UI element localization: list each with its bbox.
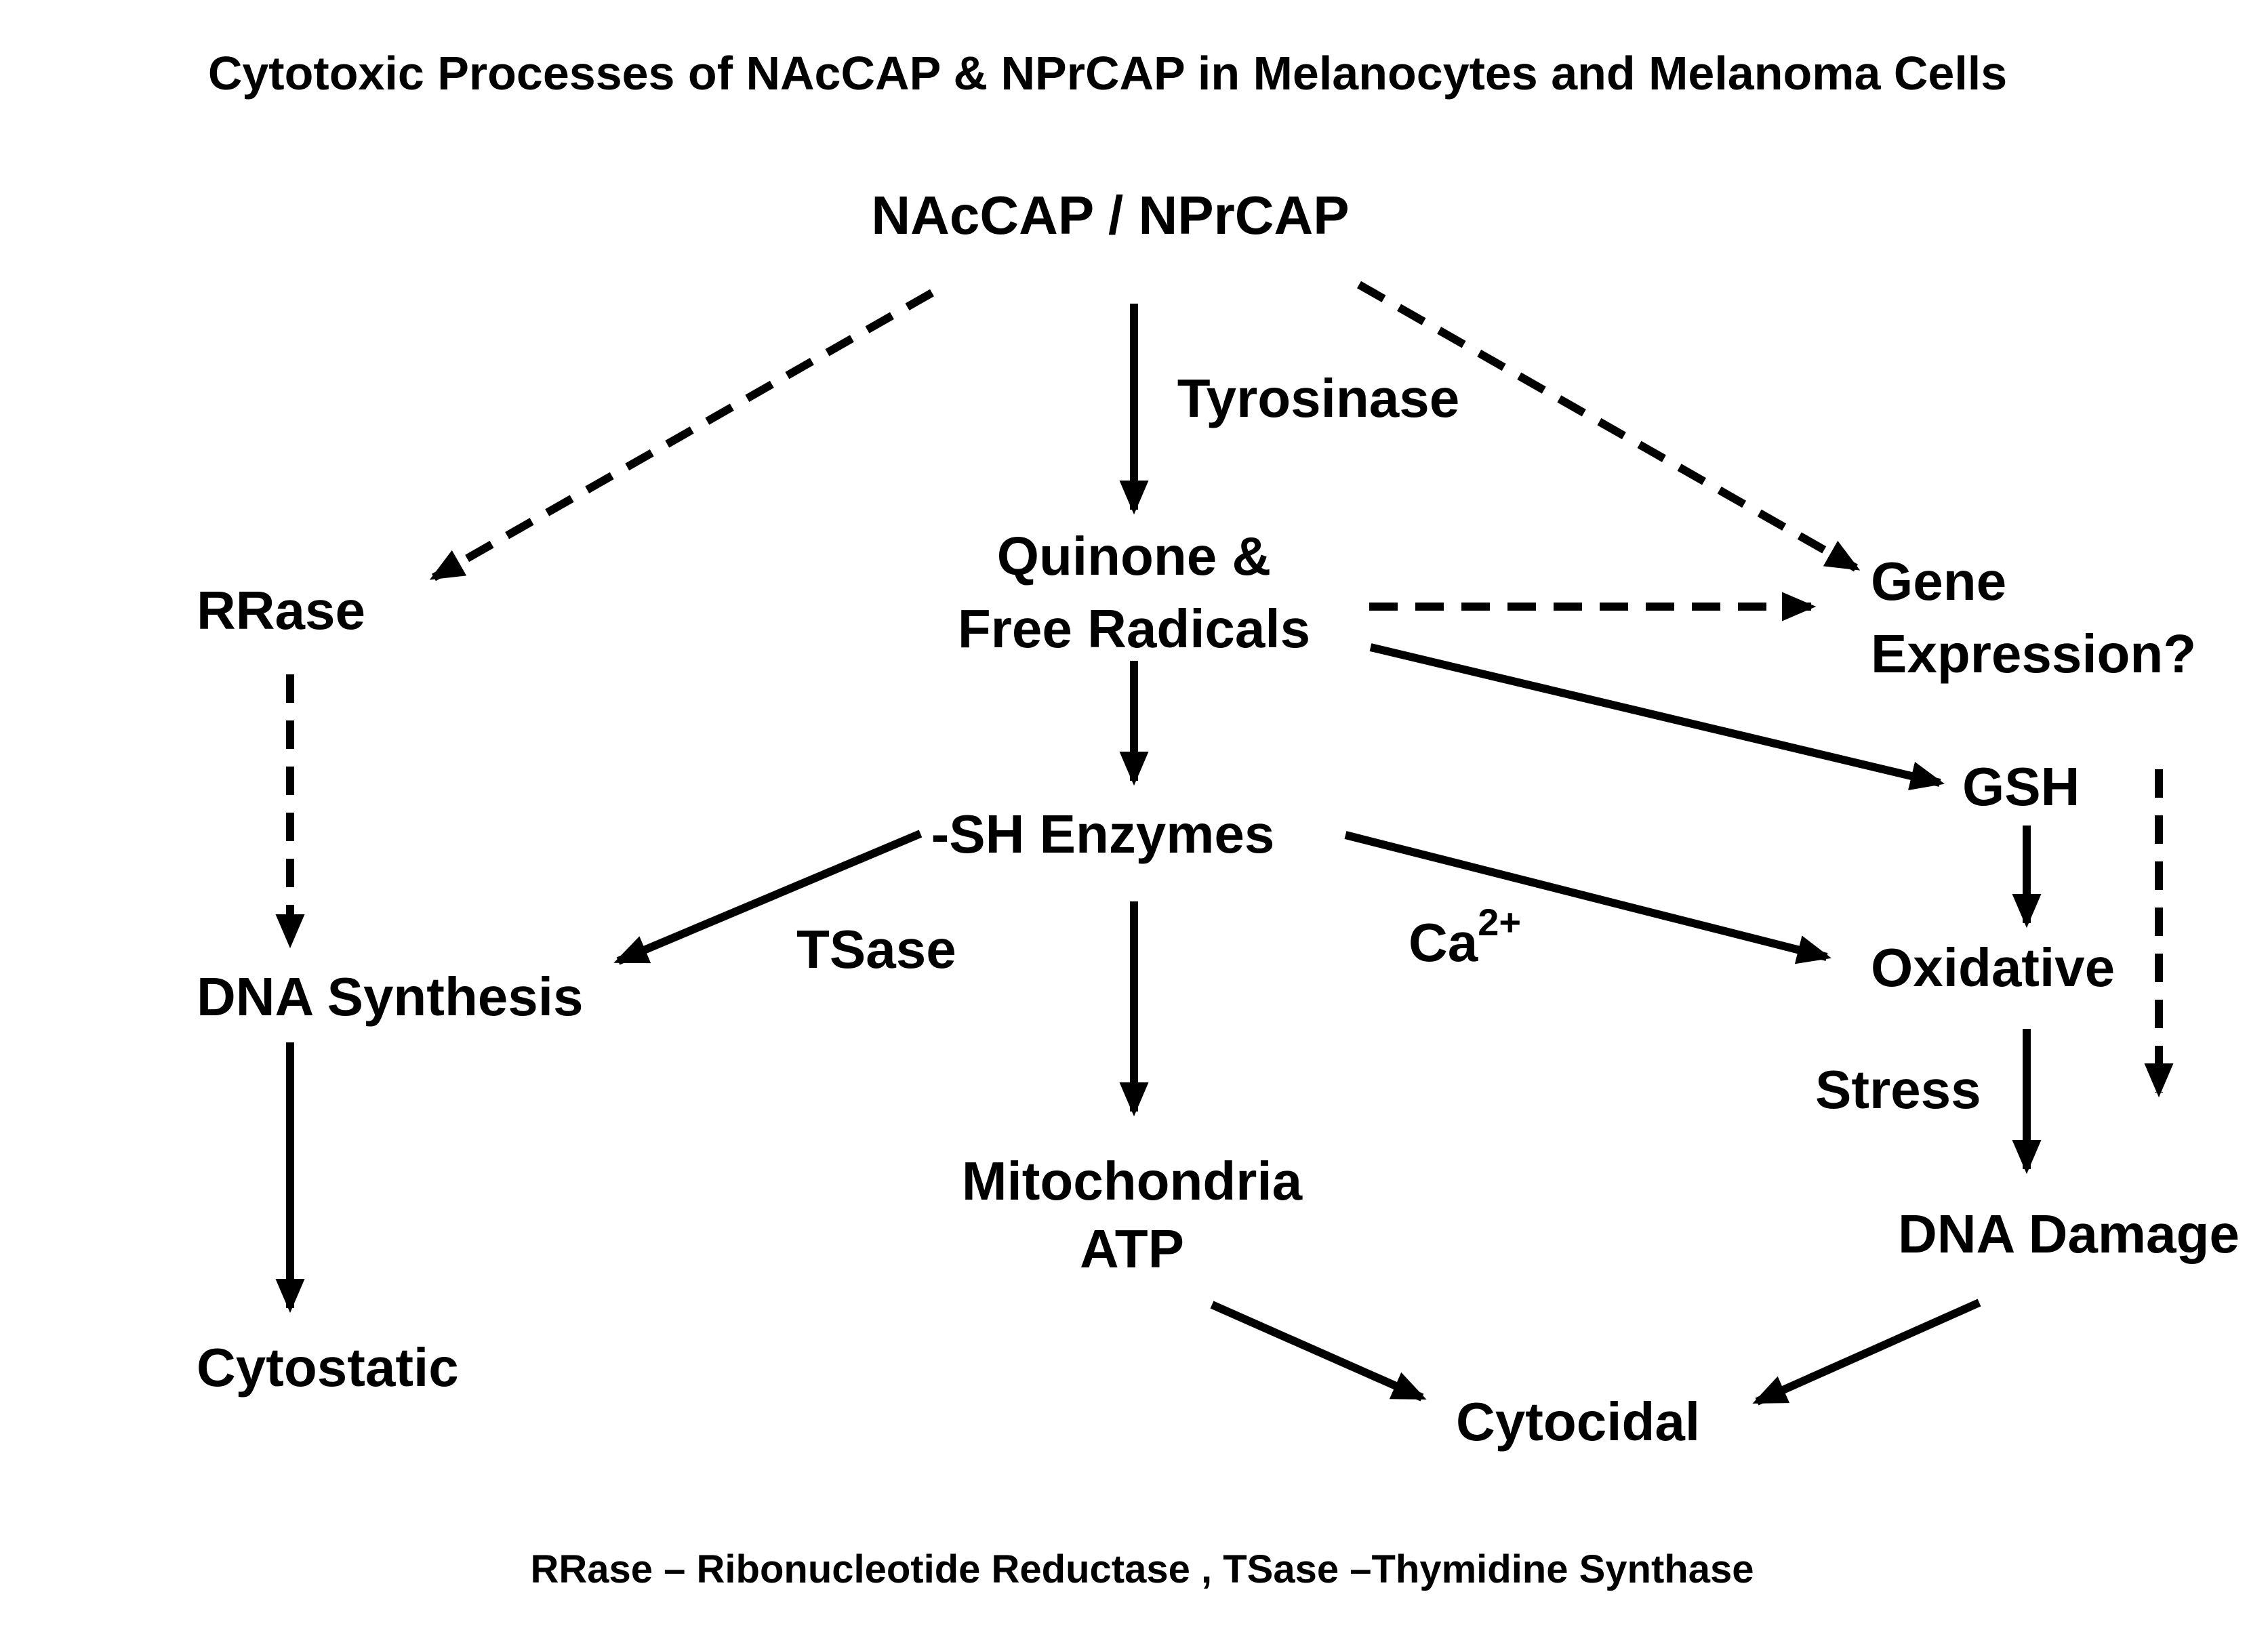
label-calcium-superscript: 2+ (1478, 901, 1521, 943)
nodes: NAcCAP / NPrCAP Tyrosinase Quinone & Fre… (197, 185, 2240, 1452)
edge-compound-to-gene-expression (1357, 281, 1861, 572)
edge-sh-enzymes-to-dna-synthesis (613, 830, 923, 965)
label-tsase: TSase (796, 919, 956, 979)
diagram-title: Cytotoxic Processes of NAcCAP & NPrCAP i… (208, 47, 2007, 100)
node-mitochondria-line2: ATP (1080, 1219, 1184, 1279)
node-dna-damage: DNA Damage (1898, 1204, 2240, 1264)
node-quinone-line1: Quinone & (997, 526, 1271, 586)
node-rrase: RRase (197, 580, 365, 640)
edge-quinone-to-gsh (1369, 643, 1945, 791)
node-dna-synthesis: DNA Synthesis (197, 966, 584, 1027)
node-compound: NAcCAP / NPrCAP (871, 185, 1349, 245)
edge-compound-to-rrase (429, 289, 934, 582)
node-gsh: GSH (1962, 756, 2080, 817)
node-gene-expression-line2: Expression? (1871, 624, 2196, 684)
node-mitochondria-line1: Mitochondria (962, 1151, 1303, 1211)
edges (275, 281, 2174, 1406)
edge-mitochondria-to-cytocidal (1210, 1301, 1427, 1402)
node-quinone-line2: Free Radicals (958, 598, 1310, 659)
node-oxidative: Oxidative (1871, 937, 2115, 998)
label-calcium-base: Ca (1409, 912, 1478, 973)
edge-dna-damage-to-cytocidal (1752, 1299, 1981, 1406)
label-tyrosinase: Tyrosinase (1177, 368, 1459, 428)
node-sh-enzymes: -SH Enzymes (931, 804, 1275, 864)
edge-sh-enzymes-to-oxidative (1344, 831, 1831, 964)
node-gene-expression-line1: Gene (1871, 551, 2006, 611)
node-stress: Stress (1815, 1059, 1981, 1120)
label-calcium: Ca2+ (1409, 901, 1521, 973)
node-cytostatic: Cytostatic (197, 1337, 459, 1398)
footnote-abbreviations: RRase – Ribonucleotide Reductase , TSase… (531, 1547, 1754, 1591)
node-cytocidal: Cytocidal (1456, 1391, 1700, 1452)
